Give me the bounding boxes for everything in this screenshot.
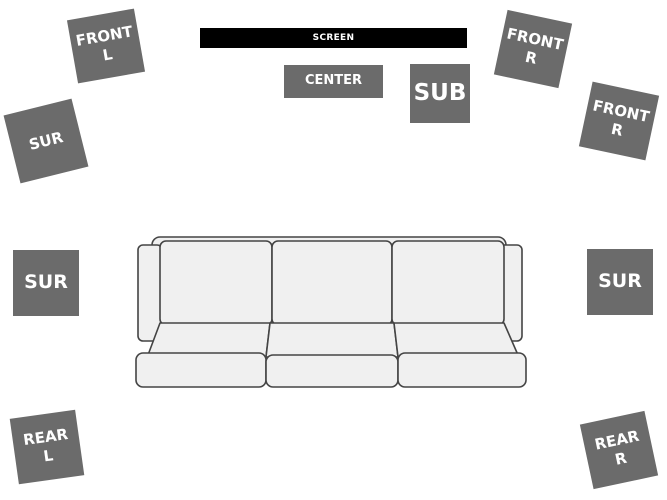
couch-base-middle <box>265 354 399 388</box>
couch-seat-cushion-middle <box>265 322 399 358</box>
speaker-rear-right: REAR R <box>579 410 659 490</box>
screen-bar: SCREEN <box>200 28 467 48</box>
speaker-surround-left-label: SUR <box>24 271 68 294</box>
speaker-front-left: FRONT L <box>66 8 146 84</box>
speaker-center: CENTER <box>284 65 383 98</box>
couch-base-right <box>397 352 527 388</box>
couch-seat-cushion-left <box>147 322 271 358</box>
couch-seat-cushion-right <box>393 322 519 358</box>
couch-back-cushion-middle <box>271 240 393 326</box>
couch <box>135 236 527 388</box>
speaker-surround-upper-left: SUR <box>3 98 89 184</box>
couch-back-cushion-left <box>159 240 273 326</box>
speaker-sub-label: SUB <box>413 80 467 107</box>
speaker-sub: SUB <box>410 64 470 123</box>
speaker-surround-upper-left-label: SUR <box>26 127 65 154</box>
speaker-front-right: FRONT R <box>578 81 660 161</box>
speaker-rear-left: REAR L <box>9 409 85 485</box>
screen-label: SCREEN <box>312 33 355 43</box>
couch-base-left <box>135 352 267 388</box>
speaker-surround-right: SUR <box>587 249 653 315</box>
speaker-front-right-top: FRONT R <box>493 9 573 89</box>
speaker-surround-right-label: SUR <box>598 270 642 293</box>
speaker-center-label: CENTER <box>304 73 363 89</box>
speaker-surround-left: SUR <box>13 250 79 316</box>
couch-back-cushion-right <box>391 240 505 326</box>
